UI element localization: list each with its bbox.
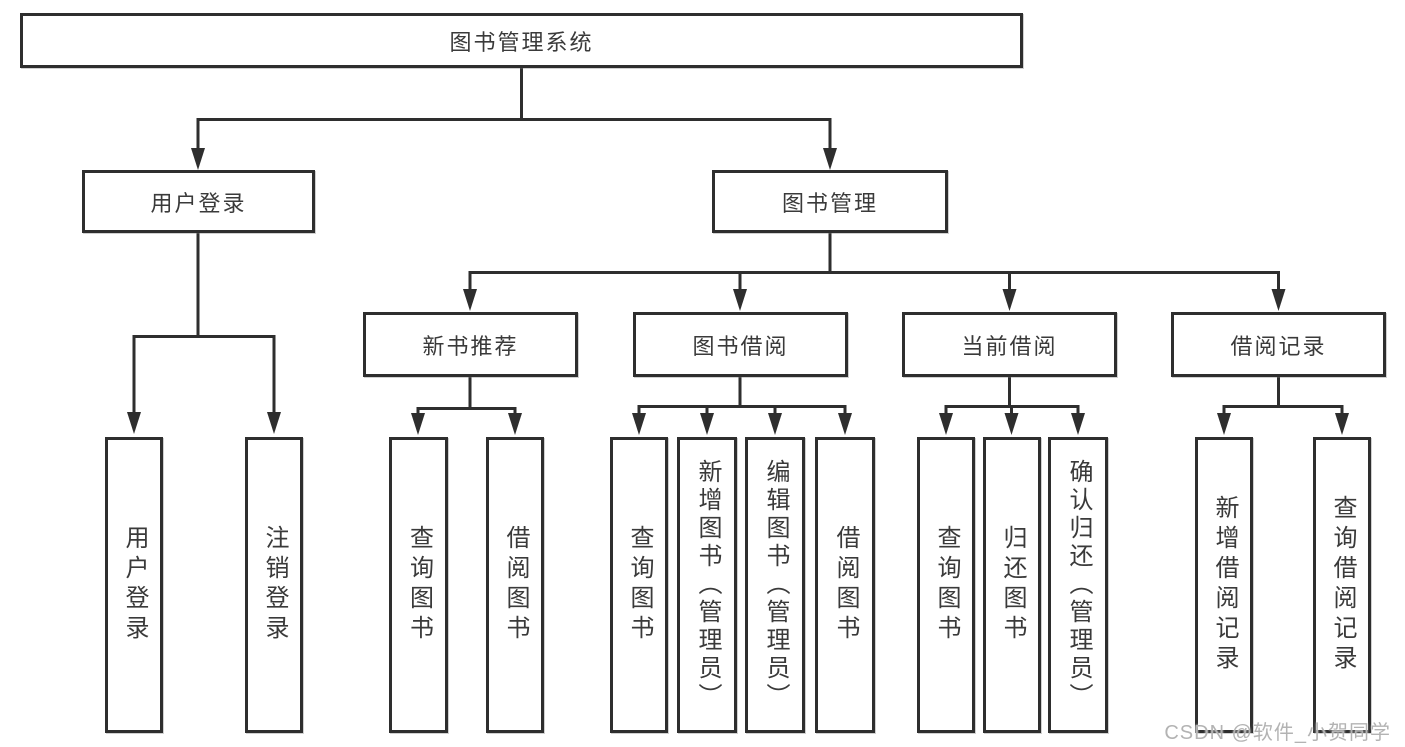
leaf-user-login: 用户登录 bbox=[105, 437, 163, 733]
leaf-borrow-borrow-books: 借阅图书 bbox=[815, 437, 875, 733]
leaf-borrow-query-books: 查询图书 bbox=[610, 437, 668, 733]
leaf-current-confirm-return-admin: 确认归还（管理员） bbox=[1048, 437, 1108, 733]
leaf-borrow-edit-books-admin: 编辑图书（管理员） bbox=[745, 437, 805, 733]
node-borrow-records: 借阅记录 bbox=[1171, 312, 1386, 377]
node-current-borrow: 当前借阅 bbox=[902, 312, 1117, 377]
leaf-records-add-record: 新增借阅记录 bbox=[1195, 437, 1253, 733]
leaf-borrow-add-books-admin: 新增图书（管理员） bbox=[677, 437, 737, 733]
leaf-logout: 注销登录 bbox=[245, 437, 303, 733]
node-book-management-module: 图书管理 bbox=[712, 170, 948, 233]
leaf-current-return-books: 归还图书 bbox=[983, 437, 1041, 733]
leaf-records-query-record: 查询借阅记录 bbox=[1313, 437, 1371, 733]
node-user-login-module: 用户登录 bbox=[82, 170, 315, 233]
csdn-watermark: CSDN @软件_小贺同学 bbox=[1164, 722, 1391, 744]
node-new-book-recommend: 新书推荐 bbox=[363, 312, 578, 377]
node-root-system: 图书管理系统 bbox=[20, 13, 1023, 68]
leaf-newbook-borrow-books: 借阅图书 bbox=[486, 437, 544, 733]
node-book-borrow: 图书借阅 bbox=[633, 312, 848, 377]
leaf-newbook-query-books: 查询图书 bbox=[389, 437, 448, 733]
leaf-current-query-books: 查询图书 bbox=[917, 437, 975, 733]
